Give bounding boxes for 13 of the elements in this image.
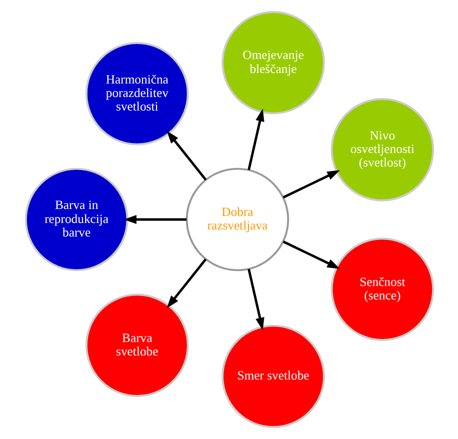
node-circle: Dobra razsvetljava bbox=[185, 168, 289, 272]
arrow bbox=[282, 170, 340, 198]
arrow bbox=[247, 268, 264, 330]
node-circle: Nivo osvetljenosti (svetlost) bbox=[330, 98, 434, 202]
node-circle: Barva in reprodukcija barve bbox=[24, 168, 128, 272]
node-circle: Smer svetlobe bbox=[221, 324, 324, 428]
arrow bbox=[166, 258, 206, 308]
arrow bbox=[166, 130, 206, 180]
arrow bbox=[282, 240, 340, 269]
node-circle: Senčnost (sence) bbox=[330, 238, 434, 341]
node-circle: Omejevanje bleščanje bbox=[221, 11, 324, 114]
arrow bbox=[123, 215, 186, 224]
arrow bbox=[247, 108, 264, 170]
